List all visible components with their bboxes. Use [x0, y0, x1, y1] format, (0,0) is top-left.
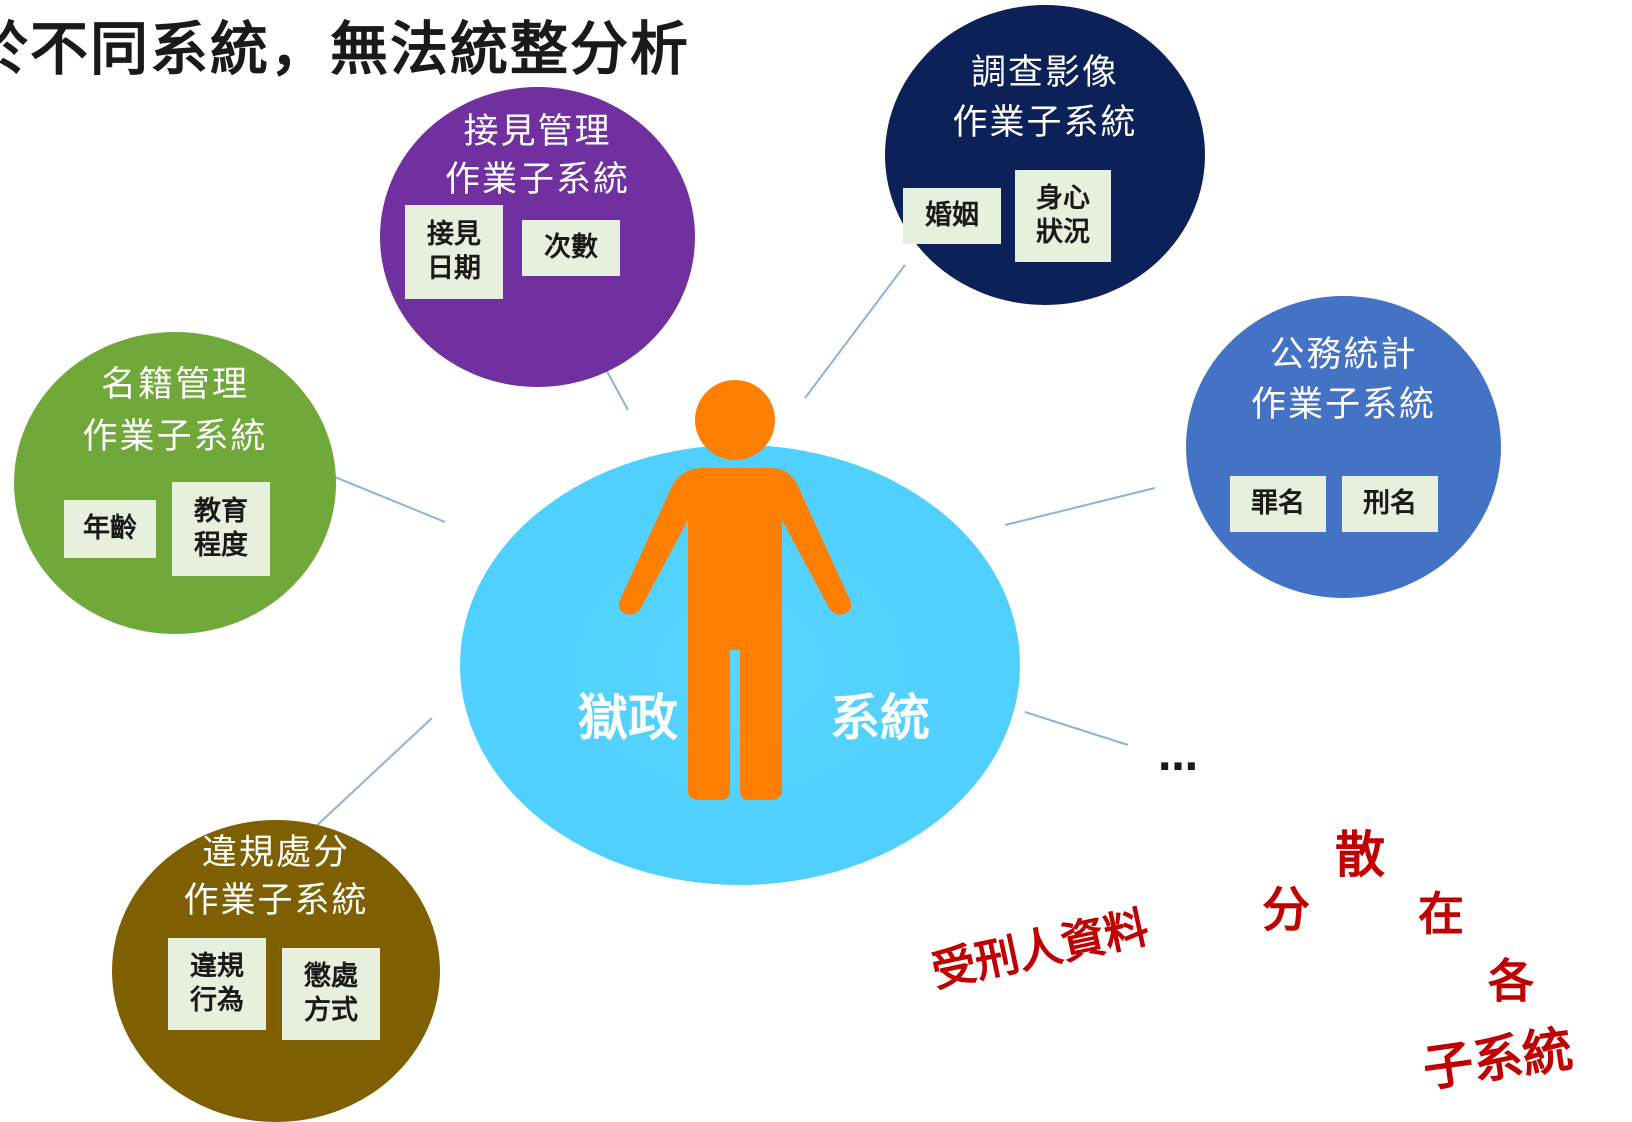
field-line1: 刑名: [1363, 488, 1417, 519]
field-line2: 方式: [304, 995, 358, 1026]
field-tag: 刑名: [1342, 476, 1438, 532]
more-subsystems-ellipsis: …: [1158, 734, 1198, 780]
field-line2: 狀況: [1036, 217, 1090, 248]
connector-diaocha: [804, 264, 906, 399]
field-line1: 年齡: [83, 513, 137, 544]
subsystem-gongwu: 公務統計 作業子系統 罪名 刑名: [1186, 296, 1501, 598]
field-line2: 行為: [190, 985, 244, 1016]
field-line1: 婚姻: [925, 200, 979, 231]
connector-more: [1024, 711, 1129, 746]
subsystem-weigui: 違規處分 作業子系統 違規行為 懲處方式: [112, 820, 440, 1122]
connector-mingji: [329, 474, 446, 523]
field-line1: 身心: [1036, 183, 1090, 214]
scattered-phrase-part: 散: [1335, 826, 1385, 884]
field-tag: 年齡: [64, 500, 156, 558]
field-line1: 違規: [190, 951, 244, 982]
subsystem-title-line1: 名籍管理: [100, 365, 249, 405]
field-tag: 教育程度: [172, 482, 270, 576]
hub-label-right: 系統: [830, 689, 930, 747]
subsystem-title-line1: 違規處分: [201, 833, 350, 873]
headline: 於不同系統，無法統整分析: [0, 15, 691, 83]
connector-weigui: [311, 717, 433, 831]
subsystem-jiejian: 接見管理 作業子系統 接見日期 次數: [380, 87, 695, 387]
subsystem-title-line1: 調查影像: [970, 53, 1119, 93]
field-tag: 罪名: [1230, 476, 1326, 532]
subsystem-title-line2: 作業子系統: [444, 160, 630, 200]
field-tag: 接見日期: [405, 205, 503, 299]
field-line2: 程度: [194, 530, 248, 561]
subsystem-title-line2: 作業子系統: [952, 103, 1138, 143]
field-tag: 婚姻: [903, 188, 1001, 244]
subsystem-title-line1: 接見管理: [463, 112, 612, 152]
field-tag: 懲處方式: [282, 948, 380, 1040]
subsystem-diaocha: 調查影像 作業子系統 婚姻 身心狀況: [885, 5, 1205, 305]
subsystem-mingji: 名籍管理 作業子系統 年齡 教育程度: [14, 332, 336, 634]
subsystem-title-line2: 作業子系統: [183, 881, 369, 921]
subsystem-title-line2: 作業子系統: [1250, 385, 1436, 425]
field-line2: 日期: [427, 253, 481, 284]
connector-gongwu: [1004, 487, 1156, 526]
scattered-phrase-part: 各: [1488, 954, 1534, 1008]
subsystem-title-line1: 公務統計: [1269, 335, 1418, 375]
subsystem-title-line2: 作業子系統: [82, 417, 268, 457]
field-line1: 次數: [544, 232, 598, 263]
field-tag: 身心狀況: [1015, 170, 1111, 262]
field-line1: 罪名: [1251, 488, 1305, 519]
field-line1: 懲處: [304, 961, 358, 992]
scattered-phrase-part: 分: [1262, 882, 1311, 938]
field-tag: 違規行為: [168, 938, 266, 1030]
field-line1: 接見: [427, 219, 481, 250]
field-line1: 教育: [194, 496, 248, 527]
hub-label-left: 獄政: [578, 689, 678, 747]
scattered-phrase-part: 在: [1418, 887, 1464, 941]
field-tag: 次數: [522, 220, 620, 276]
